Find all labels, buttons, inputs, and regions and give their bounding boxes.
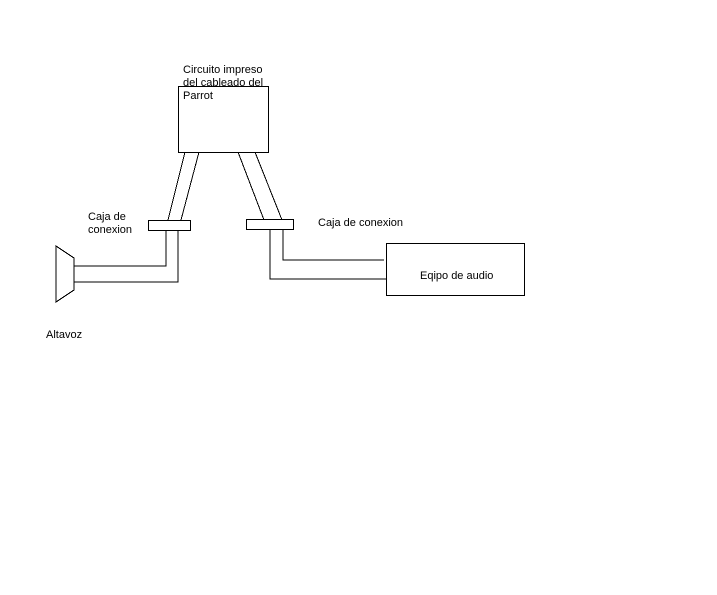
cable-right-wire-1 — [237, 151, 265, 221]
cable-left-wire-1 — [167, 151, 186, 221]
junction-box-right — [246, 219, 294, 230]
audio-wire-lower — [269, 230, 386, 280]
junction-box-right-label: Caja de conexion — [318, 217, 404, 229]
audio-equipment-box — [386, 243, 525, 296]
junction-box-left-label-line-2: conexion — [88, 224, 133, 236]
speaker-icon — [55, 245, 75, 303]
speaker-wire-upper — [74, 231, 167, 267]
circuit-board-box — [178, 86, 269, 153]
circuit-board-label-line-2: del cableado del — [183, 77, 264, 89]
cable-right-wire-2 — [254, 151, 283, 221]
junction-box-left — [148, 220, 191, 231]
speaker-label: Altavoz — [46, 329, 83, 341]
speaker-wire-lower — [74, 231, 179, 283]
cable-left-wire-2 — [180, 151, 200, 221]
circuit-board-label-line-1: Circuito impreso — [183, 64, 263, 76]
audio-wire-upper — [282, 230, 384, 261]
circuit-board-label: Circuito impreso del cableado del Parrot — [183, 64, 283, 103]
junction-box-left-label: Caja de conexion — [88, 211, 148, 237]
circuit-board-label-line-3: Parrot — [183, 90, 213, 102]
junction-box-left-label-line-1: Caja de — [88, 211, 126, 223]
audio-equipment-label: Eqipo de audio — [420, 270, 494, 282]
